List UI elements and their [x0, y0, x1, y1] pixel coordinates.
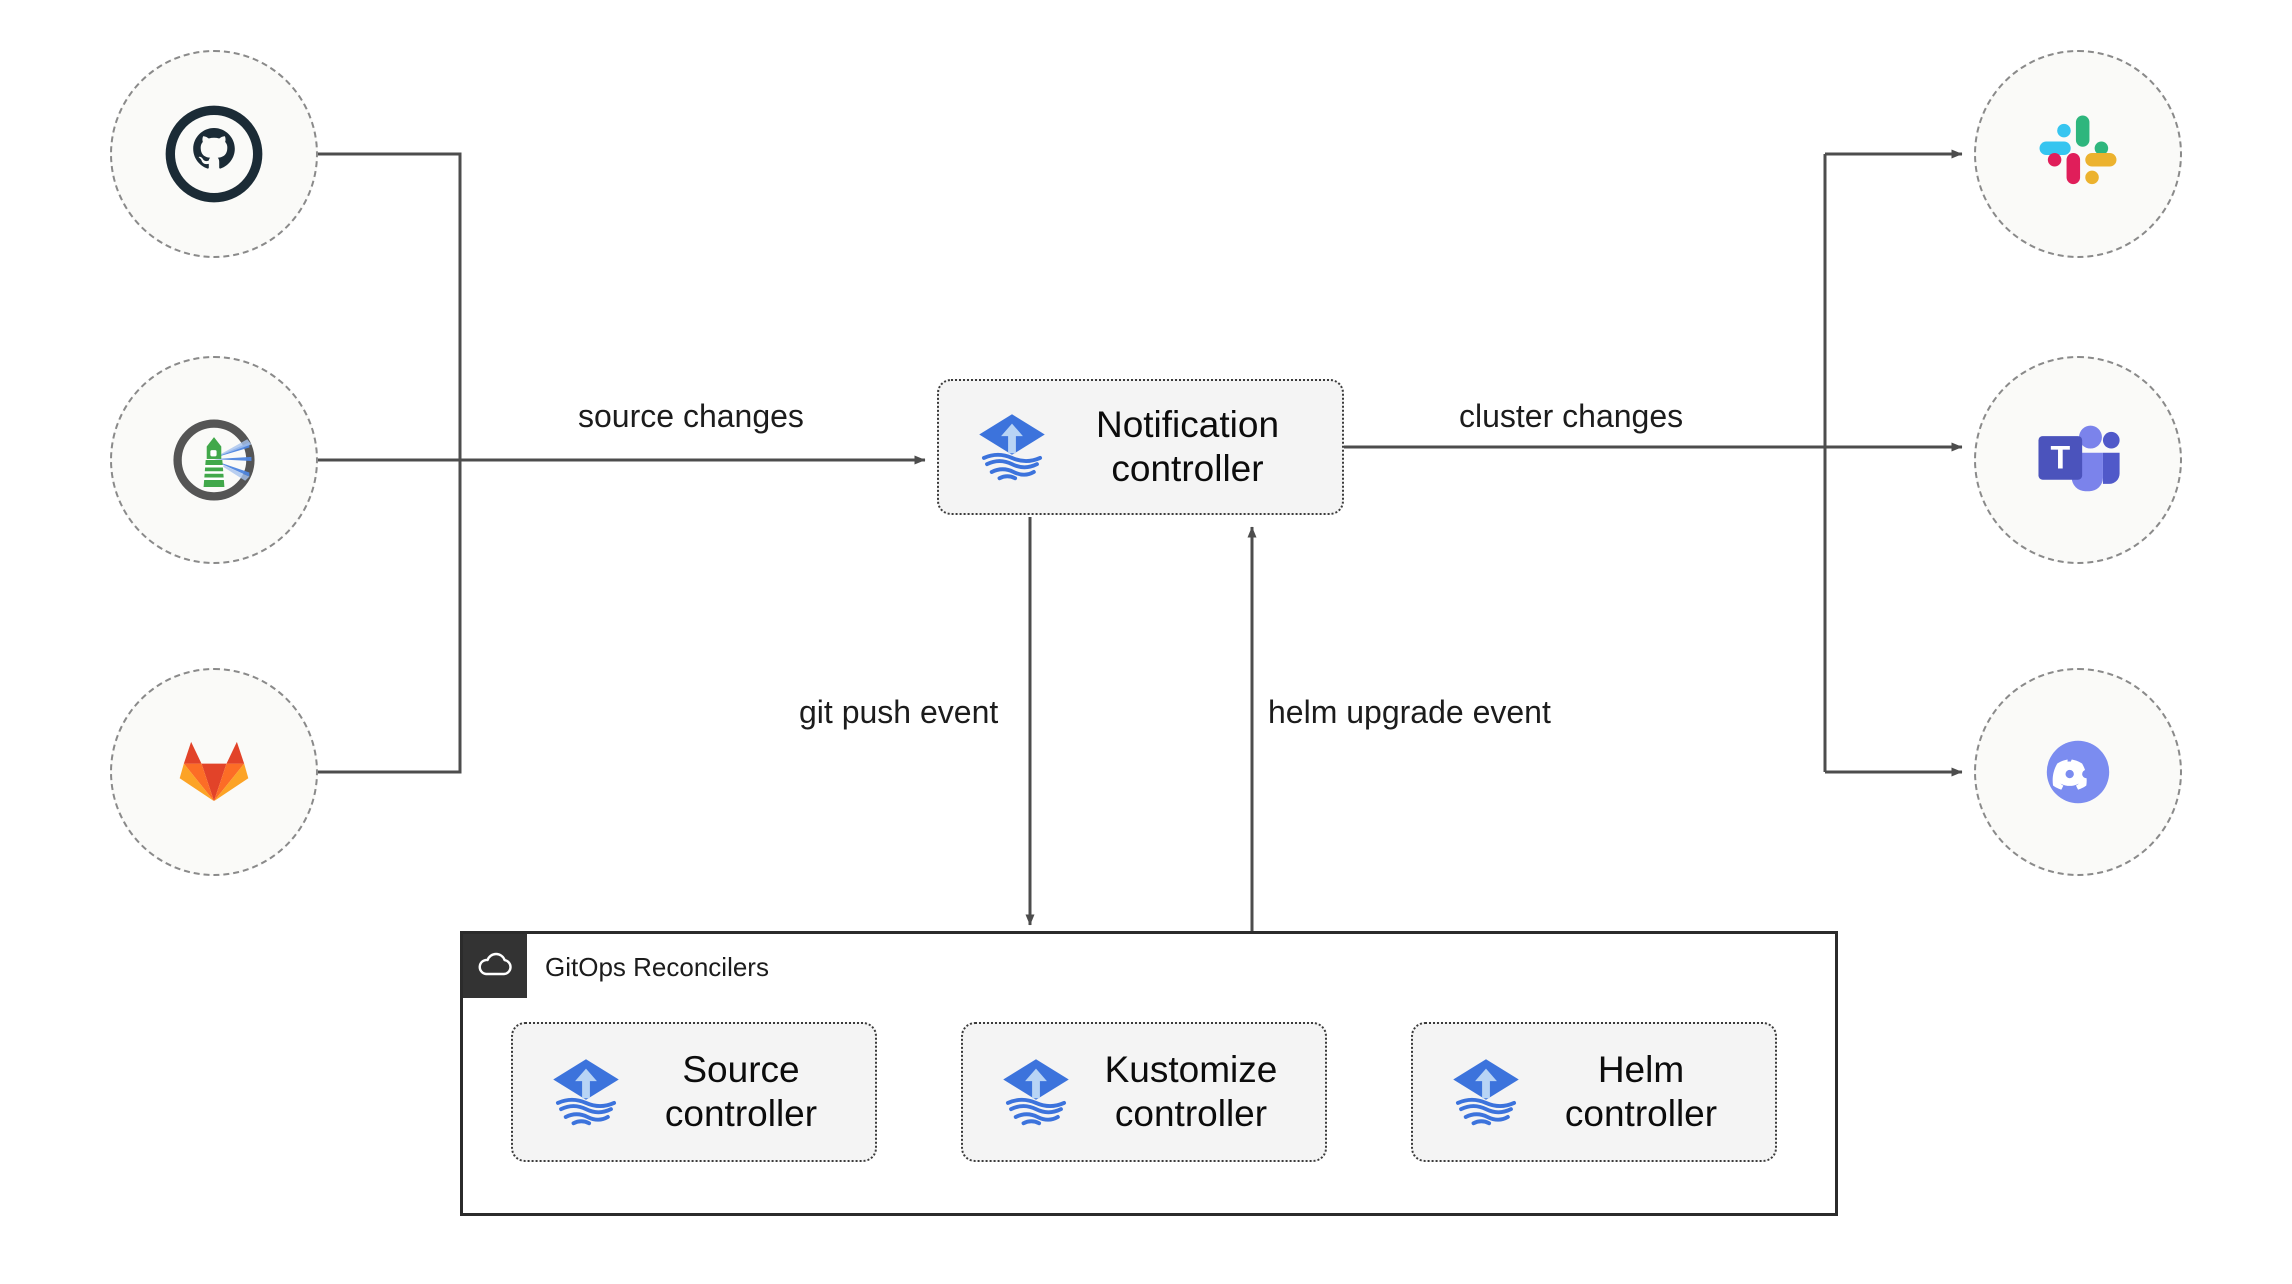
- notification-controller-label: Notification controller: [1095, 404, 1280, 489]
- container-icon-tab: [463, 934, 527, 998]
- flux-cd-icon: [979, 414, 1045, 481]
- microsoft-teams-icon: T: [2038, 425, 2120, 492]
- cloud-icon: [478, 952, 512, 976]
- source-node-github[interactable]: [110, 50, 318, 258]
- svg-text:T: T: [2050, 439, 2070, 475]
- wire-left-bus: [316, 152, 462, 774]
- flux-cd-icon: [1453, 1059, 1519, 1126]
- source-node-gitlab[interactable]: [110, 668, 318, 876]
- target-node-slack[interactable]: [1974, 50, 2182, 258]
- source-node-flux[interactable]: [110, 356, 318, 564]
- discord-icon: [2046, 740, 2110, 804]
- flux-cd-icon: [553, 1059, 619, 1126]
- target-node-discord[interactable]: [1974, 668, 2182, 876]
- github-icon: [165, 105, 263, 203]
- kustomize-controller-box[interactable]: Kustomize controller: [961, 1022, 1327, 1162]
- edge-label-source-changes: source changes: [578, 398, 804, 434]
- slack-icon: [2039, 115, 2117, 185]
- target-node-teams[interactable]: T: [1974, 356, 2182, 564]
- edge-label-git-push-event: git push event: [799, 694, 999, 730]
- source-controller-box[interactable]: Source controller: [511, 1022, 877, 1162]
- edge-label-cluster-changes: cluster changes: [1459, 398, 1684, 434]
- container-title: GitOps Reconcilers: [545, 952, 769, 982]
- kustomize-controller-label: Kustomize controller: [1104, 1049, 1278, 1134]
- helm-controller-box[interactable]: Helm controller: [1411, 1022, 1777, 1162]
- notification-controller-box[interactable]: Notification controller: [937, 379, 1344, 515]
- helm-controller-label: Helm controller: [1564, 1049, 1718, 1134]
- gitlab-icon: [179, 741, 249, 802]
- flux-lighthouse-icon: [173, 419, 255, 501]
- flux-cd-icon: [1003, 1059, 1069, 1126]
- edge-label-helm-upgrade-event: helm upgrade event: [1268, 694, 1551, 730]
- source-controller-label: Source controller: [664, 1049, 818, 1134]
